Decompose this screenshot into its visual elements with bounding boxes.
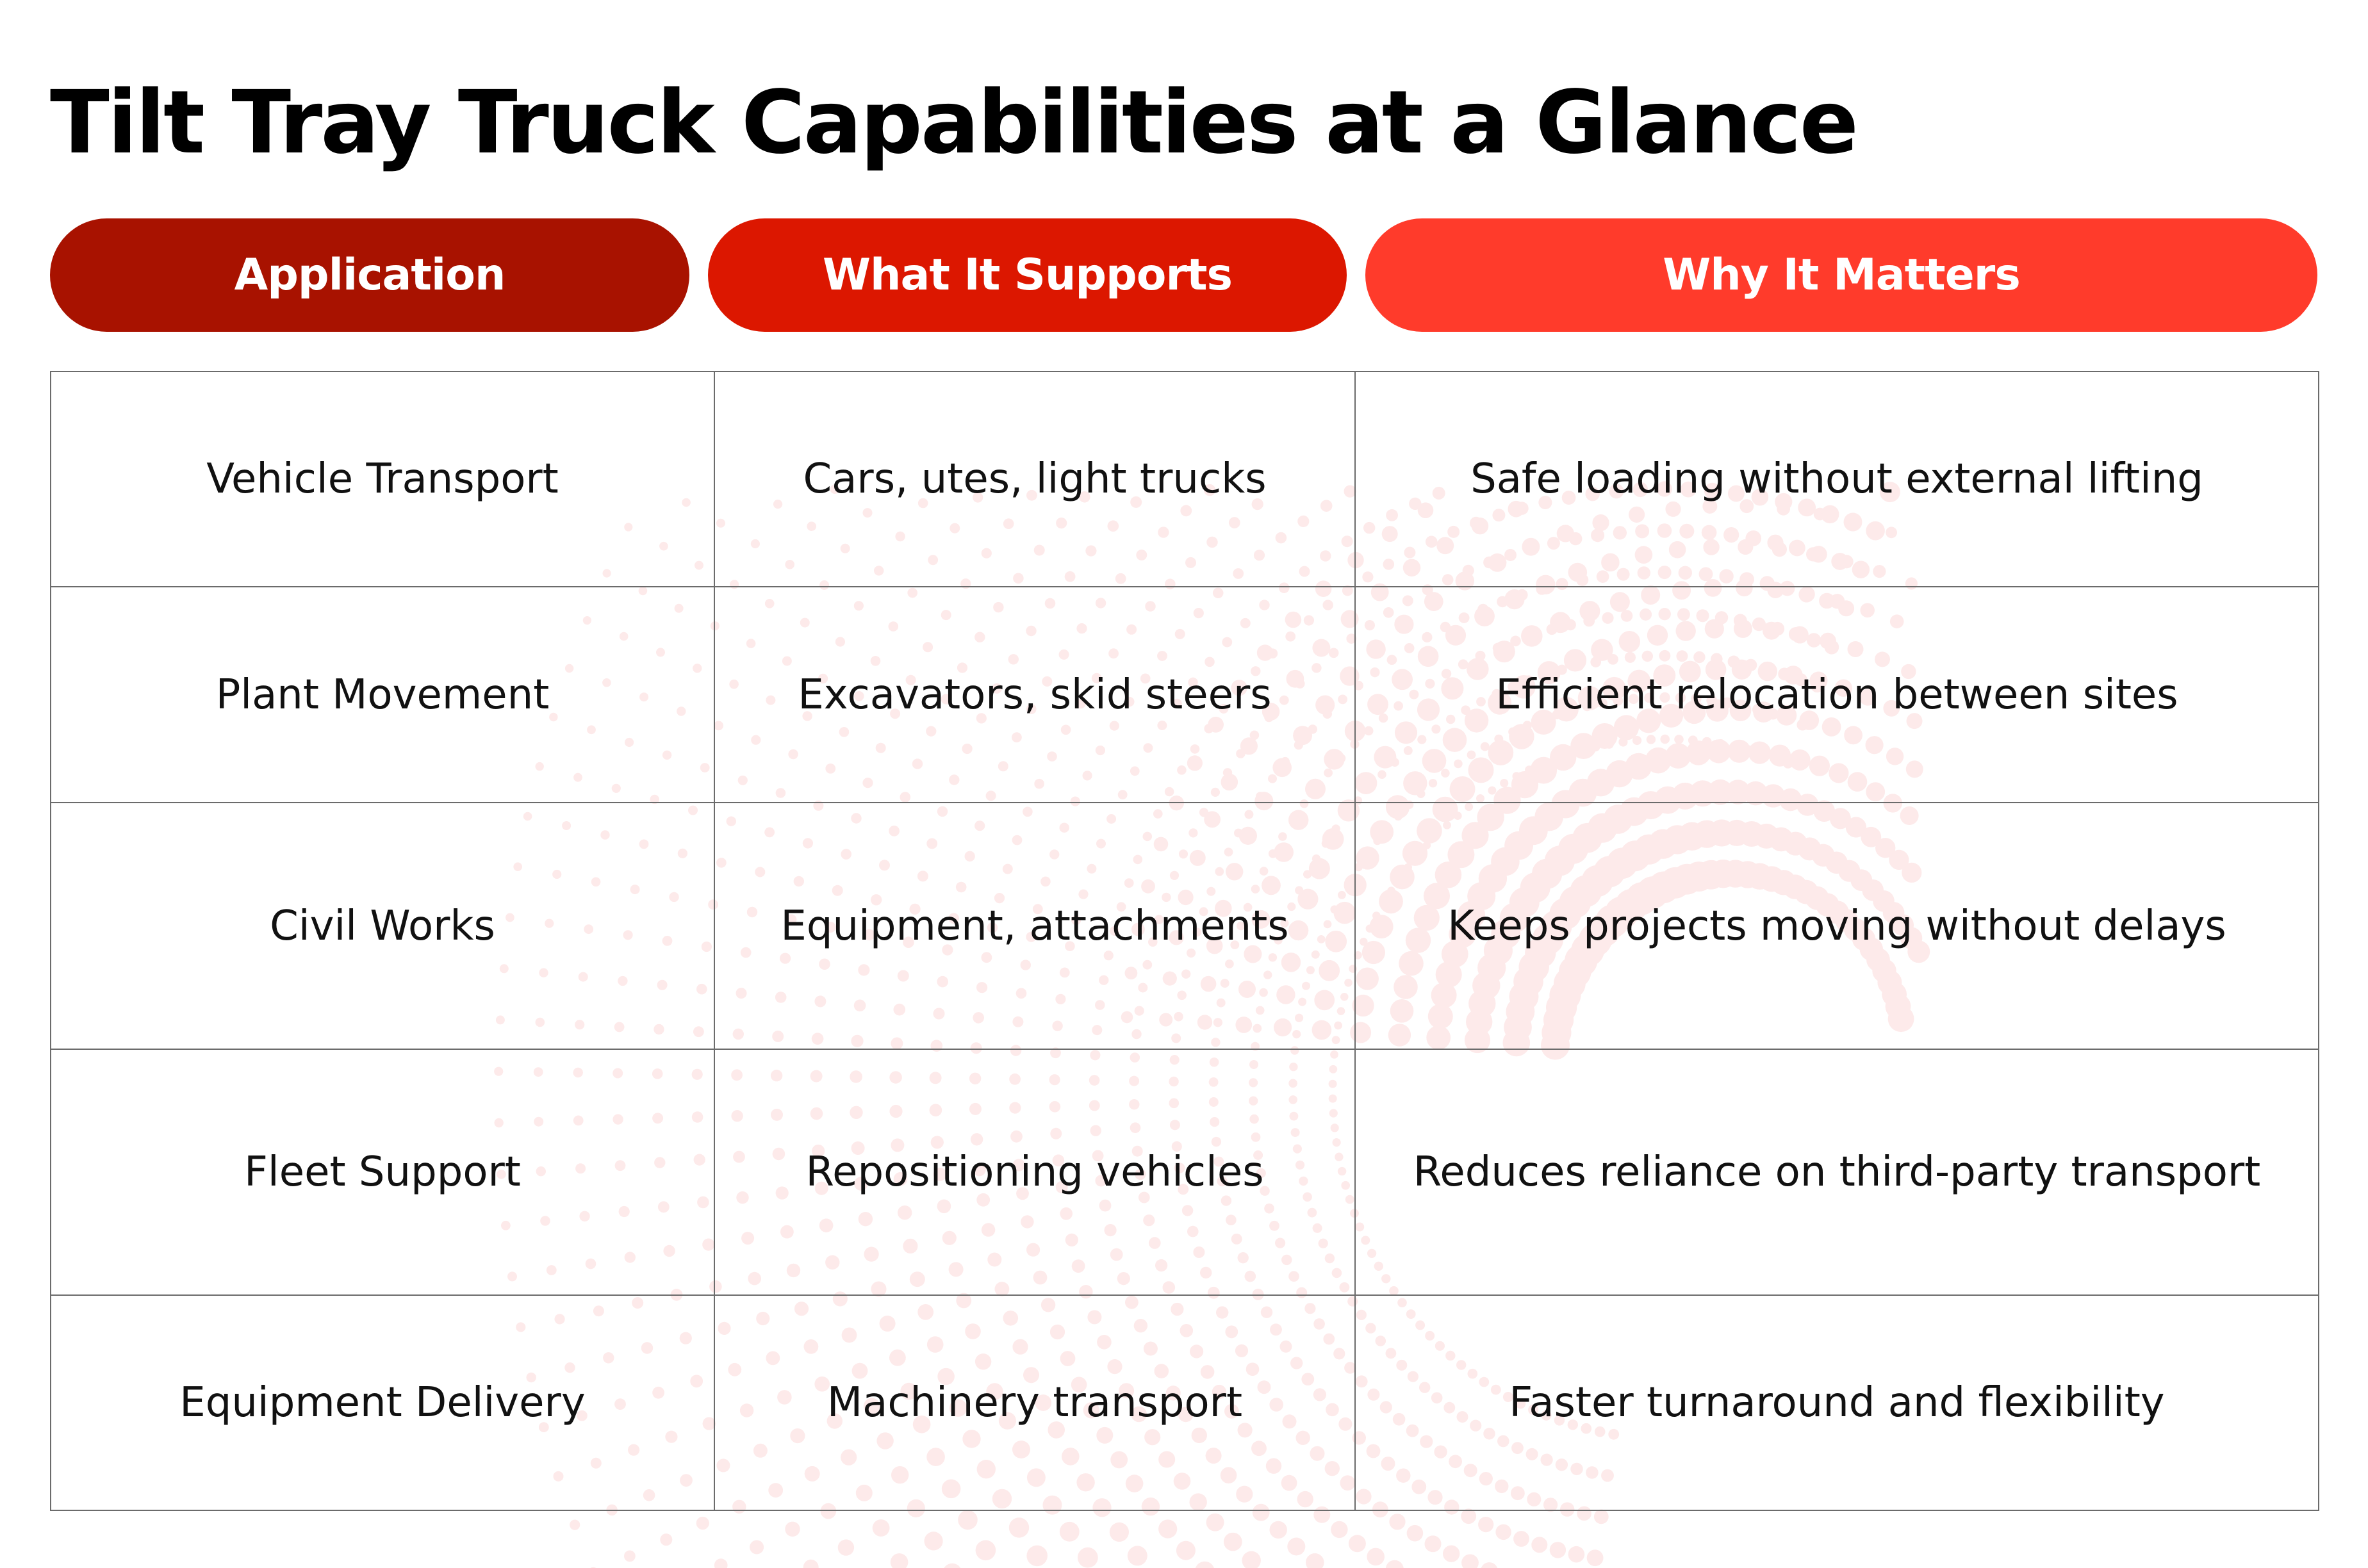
cell-matters: Reduces reliance on third-party transpor… xyxy=(1354,1049,2319,1296)
page-title: Tilt Tray Truck Capabilities at a Glance xyxy=(50,72,1859,174)
cell-application: Civil Works xyxy=(50,802,715,1050)
table-row: Civil Works Equipment, attachments Keeps… xyxy=(50,802,2319,1050)
cell-matters: Safe loading without external lifting xyxy=(1354,371,2319,587)
halftone-dot xyxy=(890,1553,909,1568)
cell-application: Vehicle Transport xyxy=(50,371,715,587)
halftone-dot xyxy=(1331,1521,1348,1539)
halftone-dot xyxy=(570,1519,580,1530)
cell-application: Fleet Support xyxy=(50,1049,715,1296)
halftone-dot xyxy=(1195,1561,1214,1568)
halftone-dot xyxy=(1176,1540,1196,1560)
halftone-dot xyxy=(1593,1509,1609,1524)
header-label-why-it-matters: Why It Matters xyxy=(1663,250,2021,300)
halftone-dot xyxy=(803,1559,819,1568)
halftone-dot xyxy=(1269,1521,1287,1539)
halftone-dot xyxy=(785,1521,800,1537)
header-pill-application: Application xyxy=(50,218,689,332)
cell-supports: Excavators, skid steers xyxy=(714,586,1356,803)
cell-application: Plant Movement xyxy=(50,586,715,803)
halftone-dot xyxy=(1313,1506,1331,1523)
table-row: Vehicle Transport Cars, utes, light truc… xyxy=(50,371,2319,587)
halftone-dot xyxy=(660,1533,673,1546)
table-row: Fleet Support Repositioning vehicles Red… xyxy=(50,1049,2319,1296)
halftone-dot xyxy=(1348,1535,1366,1553)
halftone-dot xyxy=(1389,1514,1406,1530)
halftone-dot xyxy=(1206,1513,1224,1531)
cell-application: Equipment Delivery xyxy=(50,1294,715,1511)
halftone-dot xyxy=(924,1531,943,1551)
halftone-dot xyxy=(1306,1553,1324,1568)
cell-supports: Repositioning vehicles xyxy=(714,1049,1356,1296)
cell-supports: Equipment, attachments xyxy=(714,802,1356,1050)
cell-matters: Faster turnaround and flexibility xyxy=(1354,1294,2319,1511)
halftone-dot xyxy=(1158,1519,1178,1539)
halftone-dot xyxy=(1026,1545,1048,1567)
table-row: Plant Movement Excavators, skid steers E… xyxy=(50,586,2319,803)
halftone-dot xyxy=(1287,1537,1306,1556)
halftone-dot xyxy=(714,1558,728,1568)
halftone-dot xyxy=(624,1550,636,1562)
header-label-what-it-supports: What It Supports xyxy=(823,250,1233,300)
halftone-dot xyxy=(1481,1562,1498,1568)
halftone-dot xyxy=(1127,1546,1147,1566)
halftone-dot xyxy=(1443,1545,1460,1562)
cell-supports: Machinery transport xyxy=(714,1294,1356,1511)
halftone-dot xyxy=(944,1563,961,1568)
halftone-dot xyxy=(872,1519,890,1537)
halftone-dot xyxy=(1385,1560,1404,1568)
halftone-dot xyxy=(1242,1551,1261,1568)
halftone-dot xyxy=(1367,1548,1385,1566)
halftone-dot xyxy=(958,1510,978,1530)
cell-matters: Keeps projects moving without delays xyxy=(1354,802,2319,1050)
halftone-dot xyxy=(1223,1532,1242,1551)
halftone-dot xyxy=(1568,1546,1585,1563)
cell-matters: Efficient relocation between sites xyxy=(1354,586,2319,803)
halftone-dot xyxy=(975,1540,996,1561)
halftone-dot xyxy=(1586,1549,1604,1567)
halftone-dot xyxy=(1531,1537,1548,1553)
halftone-dot xyxy=(1461,1508,1477,1524)
halftone-dot xyxy=(1424,1535,1442,1553)
table-row: Equipment Delivery Machinery transport F… xyxy=(50,1294,2319,1511)
halftone-dot xyxy=(1495,1524,1511,1540)
halftone-dot xyxy=(1513,1531,1529,1547)
header-pill-why-it-matters: Why It Matters xyxy=(1365,218,2317,332)
halftone-dot xyxy=(1461,1554,1479,1568)
header-pill-what-it-supports: What It Supports xyxy=(708,218,1347,332)
header-label-application: Application xyxy=(234,250,506,300)
halftone-dot xyxy=(696,1516,709,1530)
halftone-dot xyxy=(1478,1517,1494,1533)
halftone-dot xyxy=(1008,1517,1030,1538)
cell-supports: Cars, utes, light trucks xyxy=(714,371,1356,587)
halftone-dot xyxy=(1059,1521,1080,1542)
capabilities-table: Vehicle Transport Cars, utes, light truc… xyxy=(50,371,2319,1511)
halftone-dot xyxy=(1077,1547,1098,1568)
halftone-dot xyxy=(1549,1542,1566,1558)
halftone-dot xyxy=(1109,1522,1129,1542)
halftone-dot xyxy=(837,1539,855,1556)
halftone-dot xyxy=(1406,1524,1424,1542)
halftone-dot xyxy=(750,1540,764,1555)
